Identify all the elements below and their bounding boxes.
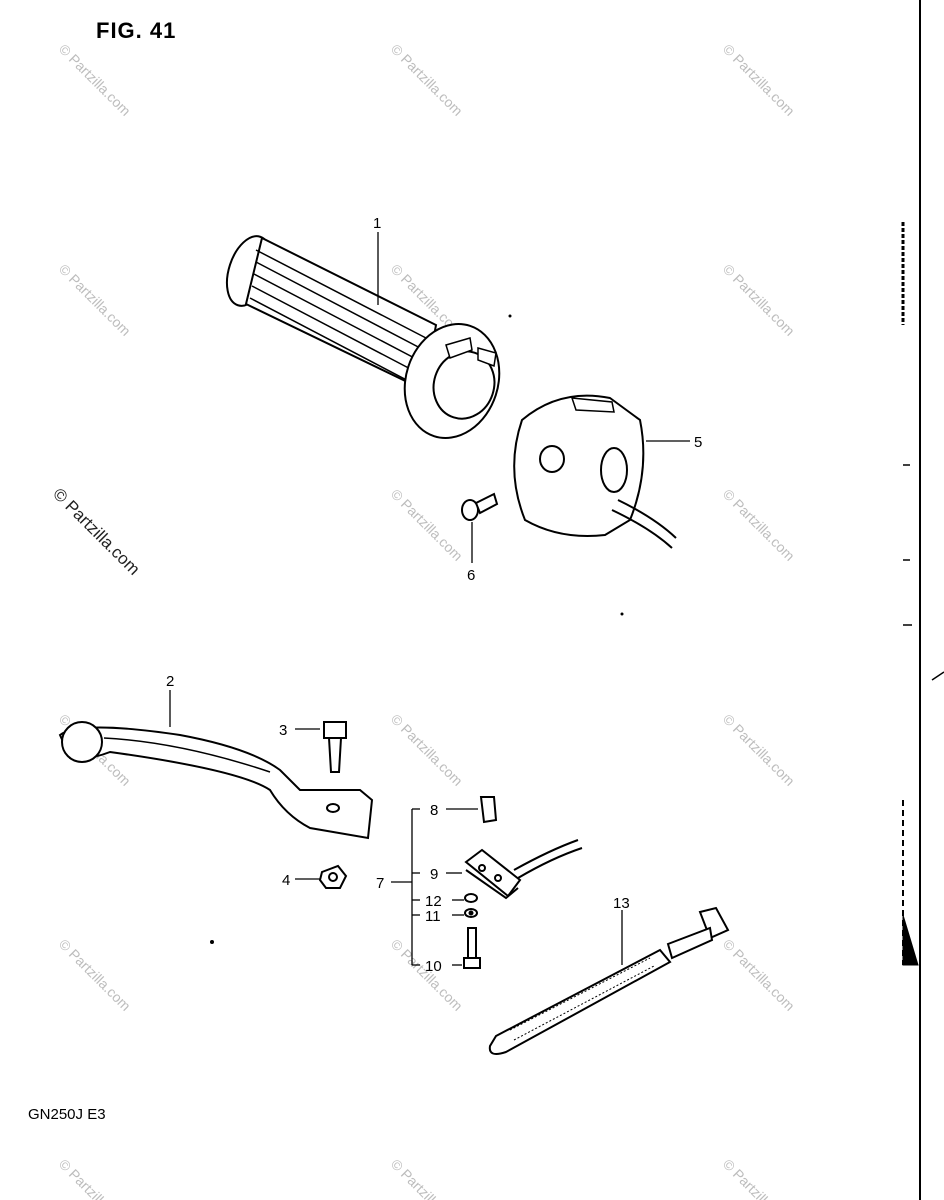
leader-lines	[169, 232, 690, 966]
callout-5: 5	[694, 434, 702, 451]
callout-7: 7	[376, 875, 384, 892]
callout-8: 8	[430, 802, 438, 819]
figure-title: FIG. 41	[96, 18, 177, 43]
washers	[464, 893, 478, 918]
watermark: © Partzilla.com	[388, 486, 466, 564]
screw	[461, 492, 499, 521]
watermark: © Partzilla.com	[720, 486, 798, 564]
callout-12: 12	[425, 893, 442, 910]
watermark: © Partzilla.com	[56, 936, 134, 1014]
callout-3: 3	[279, 722, 287, 739]
scan-edge-marks	[901, 0, 944, 1200]
callout-9: 9	[430, 866, 438, 883]
watermark: © Partzilla.com	[720, 261, 798, 339]
watermark: © Partzilla.com	[388, 41, 466, 119]
watermark: © Partzilla.com	[720, 711, 798, 789]
callout-13: 13	[613, 895, 630, 912]
model-code: GN250J E3	[28, 1106, 106, 1123]
callout-6: 6	[467, 567, 475, 584]
grip	[225, 235, 501, 439]
watermark: © Partzilla.com	[56, 261, 134, 339]
watermark: © Partzilla.com	[56, 1156, 134, 1200]
lever	[58, 721, 374, 840]
clamp-band	[488, 906, 730, 1055]
stray-specks	[210, 314, 624, 944]
nut	[318, 864, 348, 889]
switch	[464, 839, 583, 900]
watermarks: © Partzilla.com © Partzilla.com © Partzi…	[49, 41, 798, 1200]
watermark: © Partzilla.com	[720, 1156, 798, 1200]
switch-housing	[513, 394, 677, 549]
callout-10: 10	[425, 958, 442, 975]
bolt	[323, 721, 347, 773]
callout-4: 4	[282, 872, 290, 889]
callout-2: 2	[166, 673, 174, 690]
watermark: © Partzilla.com	[720, 936, 798, 1014]
small-screw	[463, 927, 481, 969]
callouts: 1 2 3 4 5 6 7 8 9 10 11 12 13	[166, 215, 702, 975]
watermark: © Partzilla.com	[388, 1156, 466, 1200]
cable-end	[479, 796, 498, 824]
watermark: © Partzilla.com	[388, 711, 466, 789]
watermark: © Partzilla.com	[720, 41, 798, 119]
callout-11: 11	[425, 908, 441, 925]
callout-1: 1	[373, 215, 381, 232]
watermark: © Partzilla.com	[49, 484, 143, 578]
watermark: © Partzilla.com	[56, 41, 134, 119]
